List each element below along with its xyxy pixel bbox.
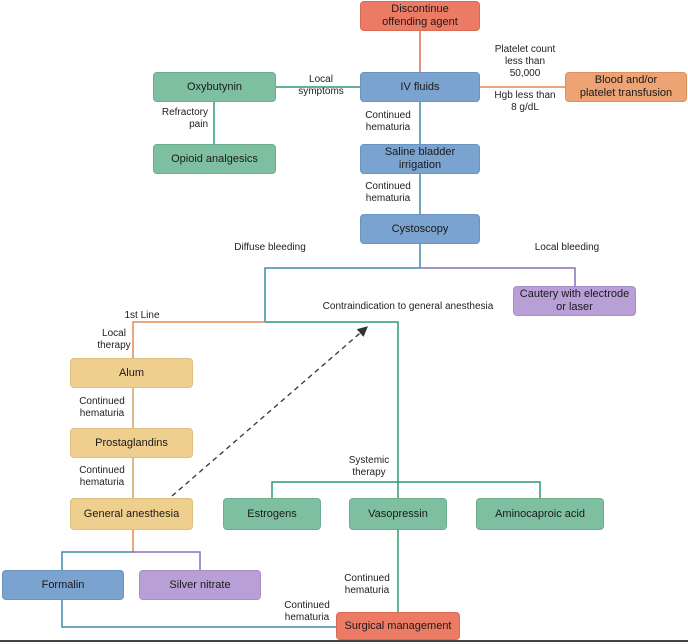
node-saline-bladder-irrigation: Saline bladder irrigation: [360, 144, 480, 174]
label-local-therapy: Local therapy: [97, 328, 131, 351]
label-contraindication: Contraindication to general anesthesia: [322, 301, 494, 312]
label-continued-hematuria-4: Continued hematuria: [79, 465, 125, 488]
node-general-anesthesia: General anesthesia: [70, 498, 193, 530]
edge-systemic-split: [271, 481, 541, 498]
node-prostaglandins: Prostaglandins: [70, 428, 193, 458]
node-iv-fluids: IV fluids: [360, 72, 480, 102]
edge-formalin-surgical: [61, 600, 336, 628]
label-platelet-count: Platelet count less than 50,000: [494, 44, 556, 79]
node-cystoscopy: Cystoscopy: [360, 214, 480, 244]
node-discontinue-offending-agent: Discontinue offending agent: [360, 1, 480, 31]
node-surgical-management: Surgical management: [336, 612, 460, 640]
node-estrogens: Estrogens: [223, 498, 321, 530]
label-continued-hematuria-1: Continued hematuria: [365, 110, 411, 133]
label-continued-hematuria-6: Continued hematuria: [284, 600, 330, 623]
label-continued-hematuria-2: Continued hematuria: [365, 181, 411, 204]
edge-first-line: [132, 321, 265, 358]
node-formalin: Formalin: [2, 570, 124, 600]
label-diffuse-bleeding: Diffuse bleeding: [234, 242, 306, 253]
node-blood-platelet-transfusion: Blood and/or platelet transfusion: [565, 72, 687, 102]
node-oxybutynin: Oxybutynin: [153, 72, 276, 102]
node-opioid-analgesics: Opioid analgesics: [153, 144, 276, 174]
label-local-bleeding: Local bleeding: [534, 242, 600, 253]
label-refractory-pain: Refractory pain: [161, 107, 208, 130]
node-cautery: Cautery with electrode or laser: [513, 286, 636, 316]
label-systemic-therapy: Systemic therapy: [348, 455, 390, 478]
label-continued-hematuria-3: Continued hematuria: [79, 396, 125, 419]
node-alum: Alum: [70, 358, 193, 388]
node-silver-nitrate: Silver nitrate: [139, 570, 261, 600]
edge-systemic-trunk: [265, 321, 399, 482]
edge-silver-branch: [133, 551, 201, 570]
edge-dashed-contraindication: [171, 326, 368, 497]
edge-diffuse-branch: [264, 267, 420, 322]
edge-local-branch: [420, 267, 576, 286]
label-local-symptoms: Local symptoms: [298, 74, 344, 97]
node-vasopressin: Vasopressin: [349, 498, 447, 530]
label-continued-hematuria-5: Continued hematuria: [344, 573, 390, 596]
label-first-line: 1st Line: [124, 310, 160, 321]
label-hgb: Hgb less than 8 g/dL: [494, 90, 556, 113]
bottom-border: [0, 640, 688, 642]
node-aminocaproic-acid: Aminocaproic acid: [476, 498, 604, 530]
edge-formalin-branch: [61, 551, 133, 570]
